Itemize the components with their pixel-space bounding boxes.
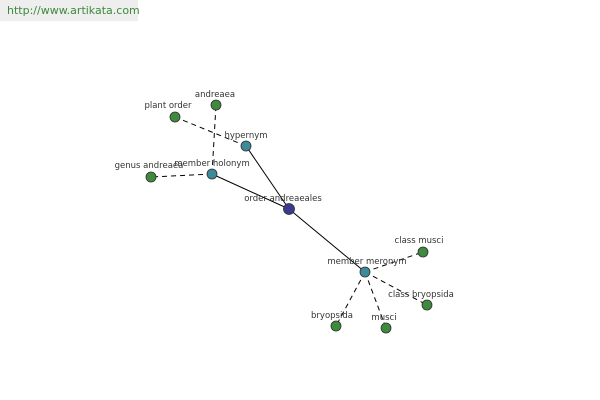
node-label-andreaea[interactable]: andreaea (195, 90, 235, 100)
edge-meronym-musci (364, 271, 387, 329)
graph-nodes (145, 99, 433, 334)
site-url-link[interactable]: http://www.artikata.com (0, 0, 140, 21)
graph-edges (150, 104, 428, 329)
edge-holonym-genus_andreaea (150, 173, 213, 178)
node-meronym[interactable] (359, 266, 371, 278)
node-hypernym[interactable] (240, 140, 252, 152)
node-label-bryopsida[interactable]: bryopsida (311, 311, 353, 321)
edge-hypernym-plant_order (174, 116, 247, 147)
node-musci[interactable] (380, 322, 392, 334)
node-class-bryopsida[interactable] (421, 299, 433, 311)
graph-labels: order andreaeales hypernym member holonym m… (115, 90, 454, 323)
edge-meronym-class_musci (364, 251, 424, 273)
edge-meronym-class_bryopsida (364, 271, 428, 306)
node-andreaea[interactable] (210, 99, 222, 111)
edge-order-meronym (288, 208, 366, 273)
node-genus-andreaea[interactable] (145, 171, 157, 183)
node-holonym[interactable] (206, 168, 218, 180)
node-label-genus-andreaea[interactable]: genus andreaea (115, 161, 184, 171)
node-label-hypernym[interactable]: hypernym (224, 131, 267, 141)
edge-holonym-andreaea (211, 104, 217, 175)
node-label-musci[interactable]: musci (371, 313, 396, 323)
edge-order-hypernym (245, 145, 290, 210)
edge-order-holonym (211, 173, 290, 210)
node-label-holonym[interactable]: member holonym (174, 159, 249, 169)
node-label-plant-order[interactable]: plant order (144, 101, 192, 111)
node-label-meronym[interactable]: member meronym (327, 257, 406, 267)
node-order[interactable] (283, 203, 295, 215)
node-plant-order[interactable] (169, 111, 181, 123)
node-bryopsida[interactable] (330, 320, 342, 332)
node-label-class-bryopsida[interactable]: class bryopsida (388, 290, 454, 300)
node-label-class-musci[interactable]: class musci (395, 236, 444, 246)
edge-meronym-bryopsida (335, 271, 366, 327)
node-class-musci[interactable] (417, 246, 429, 258)
node-label-order[interactable]: order andreaeales (244, 194, 322, 204)
